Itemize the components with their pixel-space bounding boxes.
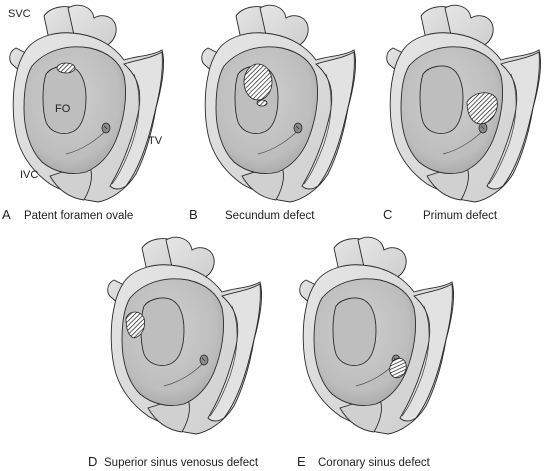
caption-a-letter: A [2,207,11,222]
defect-superior-sinus-venosus [125,311,145,339]
caption-a-text: Patent foramen ovale [24,210,133,222]
heart-diagram-e [299,236,455,435]
caption-c-text: Primum defect [423,210,498,222]
label-ivc: IVC [20,169,38,181]
label-fo: FO [55,103,71,115]
defect-coronary-sinus [389,357,407,379]
label-tv: TV [148,135,163,147]
defect-patent-foramen-ovale [56,62,76,74]
defect-primum [466,92,498,125]
caption-b-text: Secundum defect [225,210,315,222]
caption-d-letter: D [88,454,97,469]
heart-diagram-c [386,4,542,203]
caption-e-letter: E [297,454,306,469]
defect-secundum-small [256,99,268,107]
panel-a [9,4,165,203]
caption-d-text: Superior sinus venosus defect [104,457,259,469]
label-svc: SVC [8,8,31,20]
panel-e [299,236,455,435]
panel-b [201,4,357,203]
caption-b-letter: B [189,207,198,222]
panel-c [386,4,542,203]
panel-d [107,236,263,435]
heart-diagram-b [201,4,357,203]
defect-secundum [243,63,273,101]
caption-e-text: Coronary sinus defect [318,457,431,469]
caption-c-letter: C [383,207,392,222]
